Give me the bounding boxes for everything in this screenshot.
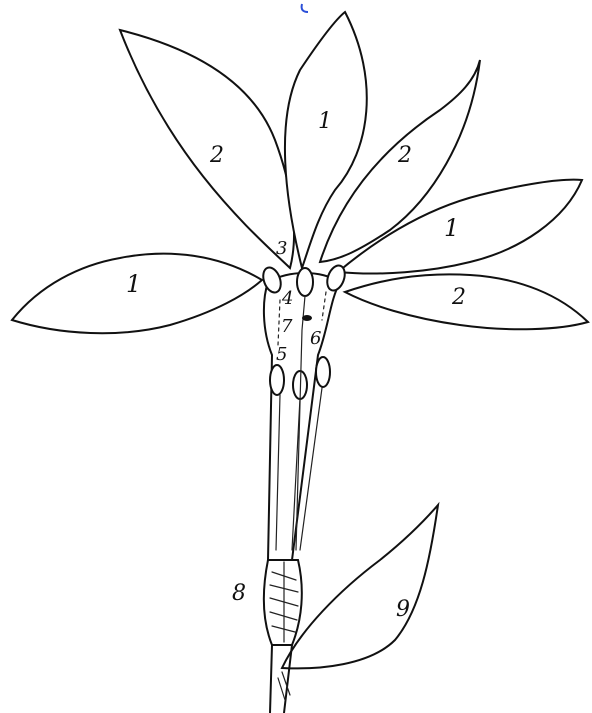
anther-lower-right [316,357,330,387]
label-part-4: 4 [281,288,293,309]
label-tepal-1-right: 1 [444,214,459,242]
blue-ink-mark [302,4,308,12]
label-tepal-2-right: 2 [397,143,412,168]
bract [282,505,438,668]
label-part-5: 5 [276,344,287,365]
tepal-top-left-2 [120,30,294,268]
label-tepal-1-top: 1 [318,109,332,134]
label-part-8: 8 [232,581,246,606]
anther-top-center [297,268,313,296]
ovary [264,560,302,645]
label-part-7: 7 [281,316,293,337]
stem-left [270,645,272,713]
floral-tube [264,273,340,560]
label-tepal-1-left: 1 [126,270,141,298]
label-part-3: 3 [276,238,287,259]
tepal-lower-right-2 [345,274,588,329]
label-part-9: 9 [396,597,410,622]
stigma-dot [302,315,312,321]
label-tepal-2-upper-left: 2 [209,143,224,168]
label-part-6: 6 [310,328,321,349]
label-tepal-2-lower-right: 2 [451,285,466,310]
anther-lower-left [270,365,284,395]
